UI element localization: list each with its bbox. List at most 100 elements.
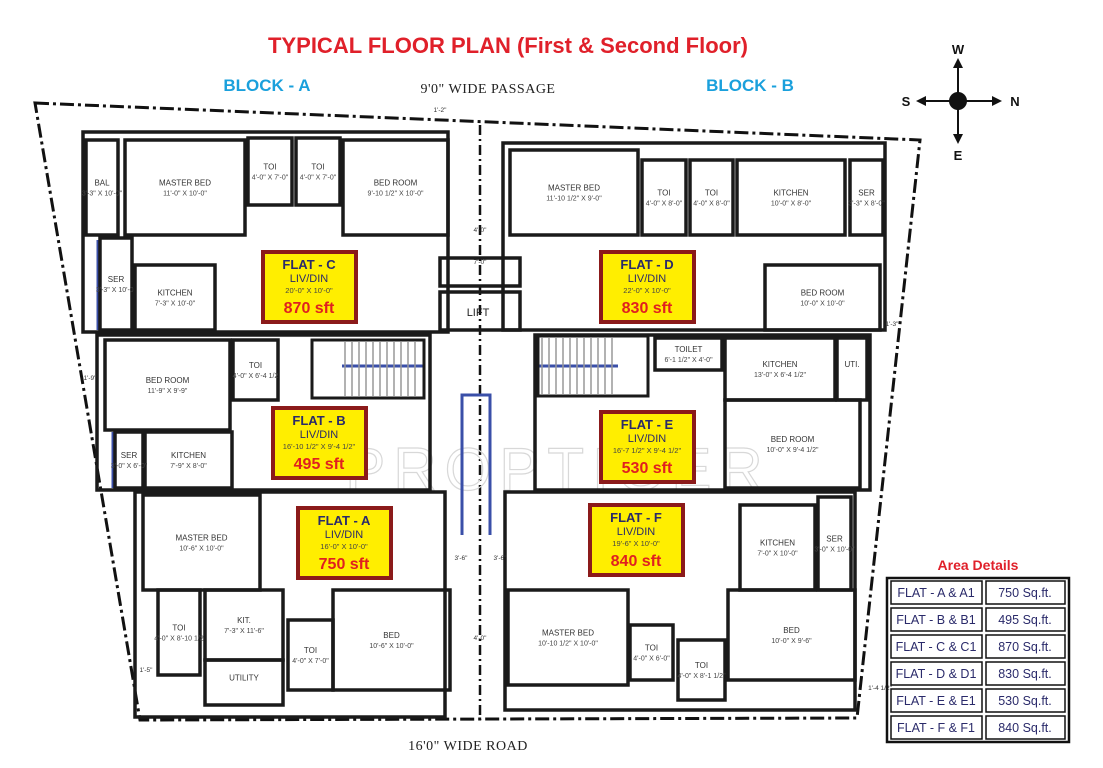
flat-outline: [95, 333, 432, 492]
flat-living-label: LIV/DIN: [617, 526, 656, 538]
room-walls: [738, 503, 817, 592]
room-walls: [203, 658, 285, 707]
room-walls: [341, 138, 450, 237]
flat-living-label: LIV/DIN: [290, 273, 329, 285]
room-dimensions: 10'-6" X 10'-0": [179, 546, 224, 553]
room-walls: [640, 158, 688, 237]
room-name: TOI: [657, 189, 670, 198]
room-dimensions: 11'-10 1/2" X 9'-0": [546, 196, 602, 203]
room-walls: [156, 588, 202, 677]
room-dimensions: 4'-0" X 8'-0": [693, 201, 730, 208]
flat-outline: [533, 333, 872, 492]
room-walls: [84, 138, 120, 237]
flat-label-box: [261, 250, 358, 324]
room-dimensions: 10'-10 1/2" X 10'-0": [538, 641, 598, 648]
area-value: 840 Sq.ft.: [998, 721, 1052, 735]
room-dimensions: 7'-0" X 10'-0": [757, 551, 798, 558]
room-name: TOI: [263, 163, 276, 172]
dimension-label: 7'-0": [474, 259, 488, 266]
passage-label: 9'0" WIDE PASSAGE: [421, 82, 556, 97]
area-flat: FLAT - C & C1: [896, 640, 977, 654]
room-walls: [835, 336, 869, 402]
room-name: BED: [383, 631, 400, 640]
block-b-label: BLOCK - B: [706, 76, 794, 95]
room-walls: [735, 158, 847, 237]
room-walls: [726, 588, 857, 682]
room-name: TOI: [705, 189, 718, 198]
flat-label-box: [599, 250, 696, 324]
room-dimensions: 3'-3" X 10'-0": [82, 191, 123, 198]
compass-south: S: [902, 94, 911, 109]
room-walls: [688, 158, 735, 237]
room-walls: [506, 588, 630, 687]
flat-label-box: [588, 503, 685, 577]
room-walls: [723, 398, 862, 490]
room-name: BAL: [94, 179, 110, 188]
room-name: TOI: [311, 163, 324, 172]
room-walls: [331, 588, 452, 692]
room-name: MASTER BED: [542, 629, 594, 638]
flat-name: FLAT - D: [620, 257, 673, 272]
flat-area: 750 sft: [319, 556, 370, 573]
flat-name: FLAT - C: [282, 257, 336, 272]
area-value: 530 Sq.ft.: [998, 694, 1052, 708]
room-dimensions: 10'-0" X 8'-0": [771, 201, 812, 208]
room-walls: [203, 588, 285, 662]
room-walls: [508, 148, 640, 237]
compass-icon: W S N E: [902, 42, 1020, 163]
flat-label-box: [599, 410, 696, 484]
flat-outline: [133, 490, 447, 719]
room-name: SER: [121, 451, 138, 460]
room: KIT.7'-3" X 11'-6": [203, 588, 285, 662]
flat-living-dims: 16'-7 1/2" X 9'-4 1/2": [613, 446, 682, 455]
room-dimensions: 10'-0" X 9'-4 1/2": [766, 447, 819, 454]
room-name: MASTER BED: [175, 534, 227, 543]
room-name: KITCHEN: [157, 289, 192, 298]
room-walls: [113, 430, 145, 490]
room-dimensions: 4'-0" X 8'-10 1/2: [154, 636, 204, 643]
room-walls: [816, 495, 853, 592]
flat-living-label: LIV/DIN: [325, 529, 364, 541]
staircase-b: [536, 334, 650, 398]
area-value: 750 Sq.ft.: [998, 586, 1052, 600]
room-name: BED ROOM: [771, 435, 815, 444]
room-name: KIT.: [237, 616, 251, 625]
room-name: BED: [783, 626, 800, 635]
flat-area: 870 sft: [284, 300, 335, 317]
room-walls: [286, 618, 335, 692]
area-flat: FLAT - E & E1: [896, 694, 975, 708]
room-dimensions: 11'-0" X 10'-0": [163, 191, 207, 198]
area-flat: FLAT - B & B1: [896, 613, 975, 627]
room-walls: [246, 136, 294, 207]
flat-area: 840 sft: [611, 553, 662, 570]
room-walls: [763, 263, 882, 332]
dimension-label: 3'-6": [494, 555, 508, 562]
room-dimensions: 4'-0" X 8'-1 1/2": [677, 673, 726, 680]
room: UTI.: [835, 336, 869, 402]
room-dimensions: 11'-9" X 9'-9": [148, 388, 188, 395]
area-row: FLAT - E & E1 530 Sq.ft.: [890, 688, 1066, 713]
room-dimensions: 10'-0" X 10'-0": [800, 301, 845, 308]
room: MASTER BED 10'-6" X 10'-0": [141, 493, 262, 592]
